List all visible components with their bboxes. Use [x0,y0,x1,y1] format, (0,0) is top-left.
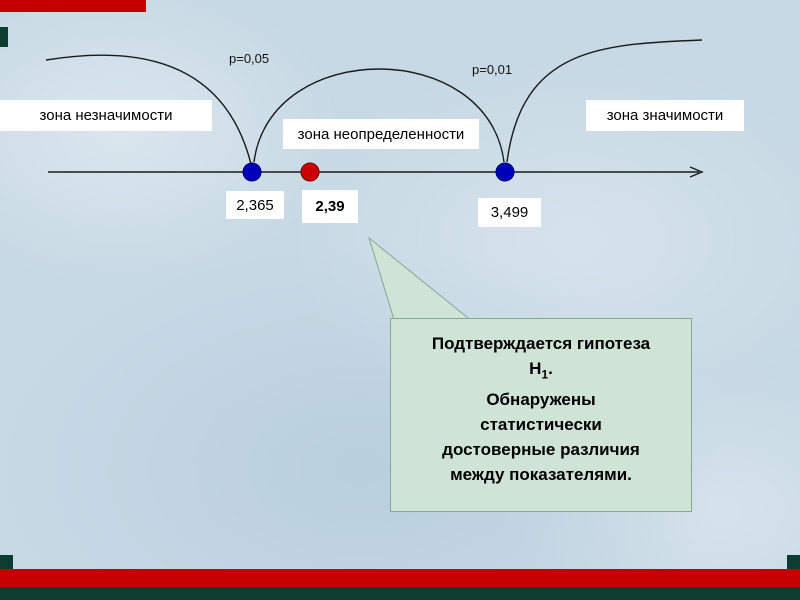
zone-label-insignificance: зона незначимости [0,100,212,131]
bottom-green-strip [0,587,800,600]
zone-label-significance-text: зона значимости [606,107,724,124]
p-value-label-005: p=0,05 [229,51,270,66]
bottom-right-green-square [787,555,800,569]
dot-right-critical [495,162,515,182]
top-red-bar [0,0,146,12]
axis-arrowhead [689,166,704,178]
hypothesis-subscript: 1 [541,367,549,382]
dot-left-critical [242,162,262,182]
callout-pointer [368,236,480,327]
dot-empirical [300,162,320,182]
zone-label-uncertainty-text: зона неопределенности [297,125,465,143]
callout-line-4: статистически [480,415,602,435]
callout-line-6: между показателями. [450,465,632,485]
callout-line-3: Обнаружены [486,390,596,410]
curve-right-branch [506,39,703,163]
p-value-label-001: p=0,01 [472,62,513,77]
top-left-green-accent [0,27,8,47]
zone-label-uncertainty: зона неопределенности [283,119,479,149]
bottom-left-green-square [0,555,13,569]
hypothesis-period: . [548,359,553,378]
hypothesis-symbol: Н [529,359,542,378]
value-label-left-critical: 2,365 [226,191,284,219]
zone-label-significance: зона значимости [586,100,744,131]
callout-line-5: достоверные различия [442,440,640,460]
bottom-red-bar [0,569,800,587]
curve-left-branch [45,54,252,165]
value-label-empirical: 2,39 [302,190,358,223]
value-label-right-critical: 3,499 [478,198,541,227]
callout-line-1: Подтверждается гипотеза [431,334,651,353]
zone-label-insignificance-text: зона незначимости [39,107,173,124]
callout-line-hypothesis: Н1. [391,356,691,387]
curve-middle-arch [253,68,505,163]
callout-box: Подтверждается гипотеза Н1. Обнаружены с… [390,318,692,512]
